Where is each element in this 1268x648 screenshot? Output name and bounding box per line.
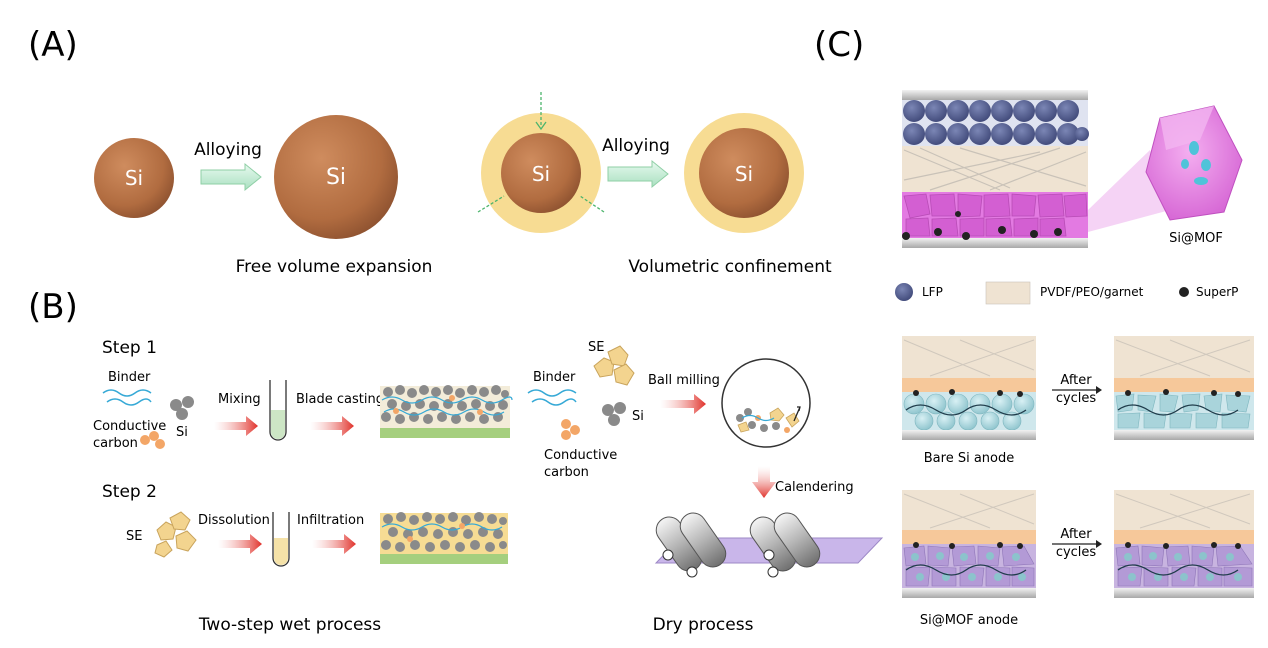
step-2-label: Step 2 xyxy=(102,482,157,502)
si-label-4: Si xyxy=(735,162,753,186)
binder-squiggle-1b xyxy=(106,398,152,406)
se-label-1: SE xyxy=(126,529,142,544)
conductive-label-2: Conductive xyxy=(544,448,617,463)
alloying-label-1: Alloying xyxy=(194,140,262,160)
dry-process-caption: Dry process xyxy=(653,615,754,635)
legend: LFP PVDF/PEO/garnet SuperP xyxy=(895,281,1238,305)
si-label-3: Si xyxy=(532,162,550,186)
alloying-arrow-2 xyxy=(607,159,669,189)
ball-mill-jar xyxy=(721,358,811,448)
si-particle-expanded xyxy=(274,115,398,239)
after-label-2: After xyxy=(1060,527,1092,542)
se-cluster-2 xyxy=(593,345,635,386)
binder-label-2: Binder xyxy=(533,370,576,385)
si-core-confined-2 xyxy=(699,128,789,218)
panel-a-label: (A) xyxy=(28,25,78,65)
after-label-1: After xyxy=(1060,373,1092,388)
test-tube-2-fill xyxy=(274,538,288,565)
after-arrowhead-1 xyxy=(1096,386,1102,394)
si-label-1: Si xyxy=(125,166,143,190)
cell-stack xyxy=(902,90,1089,248)
alloying-label-2: Alloying xyxy=(602,136,670,156)
confinement-caption: Volumetric confinement xyxy=(628,257,832,277)
legend-pvdf-swatch xyxy=(985,281,1031,305)
bare-si-caption: Bare Si anode xyxy=(924,451,1014,466)
panel-b-label: (B) xyxy=(28,287,78,327)
blade-casting-arrow xyxy=(310,416,354,436)
binder-squiggle-1a xyxy=(102,389,152,397)
test-tube-1-fill xyxy=(271,410,285,439)
se-cluster-1 xyxy=(154,511,197,558)
mixing-arrow xyxy=(214,416,258,436)
legend-lfp-swatch xyxy=(895,283,913,301)
compression-arrowhead-top xyxy=(535,121,547,131)
si-particle-small xyxy=(94,138,174,218)
infiltration-arrow xyxy=(312,534,356,554)
carbon-label-2: carbon xyxy=(544,465,589,480)
after-arrowhead-2 xyxy=(1096,540,1102,548)
dissolution-arrow xyxy=(218,534,262,554)
legend-superp-label: SuperP xyxy=(1196,285,1238,299)
calendering-label: Calendering xyxy=(775,480,854,495)
si-cluster-2 xyxy=(602,402,626,426)
cycles-label-2: cycles xyxy=(1056,545,1097,560)
binder-label-1: Binder xyxy=(108,370,151,385)
electrode-film-1 xyxy=(380,385,513,438)
compression-arrow-left xyxy=(477,195,505,213)
step-1-label: Step 1 xyxy=(102,338,157,358)
mof-cell-before xyxy=(902,490,1036,598)
legend-superp-swatch xyxy=(1179,287,1189,297)
bare-si-cell-before xyxy=(902,336,1036,440)
cycles-label-1: cycles xyxy=(1056,391,1097,406)
free-volume-caption: Free volume expansion xyxy=(236,257,433,277)
alloying-arrow-1 xyxy=(200,162,262,192)
mof-cell-after xyxy=(1114,490,1254,598)
legend-lfp-label: LFP xyxy=(922,285,943,299)
wet-process-caption: Two-step wet process xyxy=(198,615,381,635)
ball-milling-arrow xyxy=(660,394,706,414)
mof-caption: Si@MOF anode xyxy=(920,613,1018,628)
si-cluster-1 xyxy=(170,396,194,420)
blade-casting-label: Blade casting xyxy=(296,392,384,407)
si-mof-label: Si@MOF xyxy=(1169,231,1223,246)
carbon-cluster-1 xyxy=(140,431,165,449)
calendering-arrow xyxy=(752,466,776,498)
dissolution-label: Dissolution xyxy=(198,513,270,528)
si-label-2: Si xyxy=(326,165,346,190)
electrode-film-2 xyxy=(380,512,508,564)
si-label-b2: Si xyxy=(632,409,644,424)
legend-pvdf-label: PVDF/PEO/garnet xyxy=(1040,285,1144,299)
si-core-confined-1 xyxy=(501,133,581,213)
si-mof-crystal xyxy=(1145,105,1243,221)
se-label-2: SE xyxy=(588,340,604,355)
mixing-label: Mixing xyxy=(218,392,261,407)
si-label-b1: Si xyxy=(176,425,188,440)
calender-rollers xyxy=(654,512,884,578)
ball-milling-label: Ball milling xyxy=(648,373,720,388)
bare-si-cell-after xyxy=(1114,336,1254,440)
panel-c-label: (C) xyxy=(814,25,864,65)
carbon-cluster-2 xyxy=(561,419,580,440)
infiltration-label: Infiltration xyxy=(297,513,364,528)
binder-squiggle-2a xyxy=(527,389,577,397)
conductive-label-1: Conductive xyxy=(93,419,166,434)
binder-squiggle-2b xyxy=(531,398,577,406)
carbon-label-1: carbon xyxy=(93,436,138,451)
